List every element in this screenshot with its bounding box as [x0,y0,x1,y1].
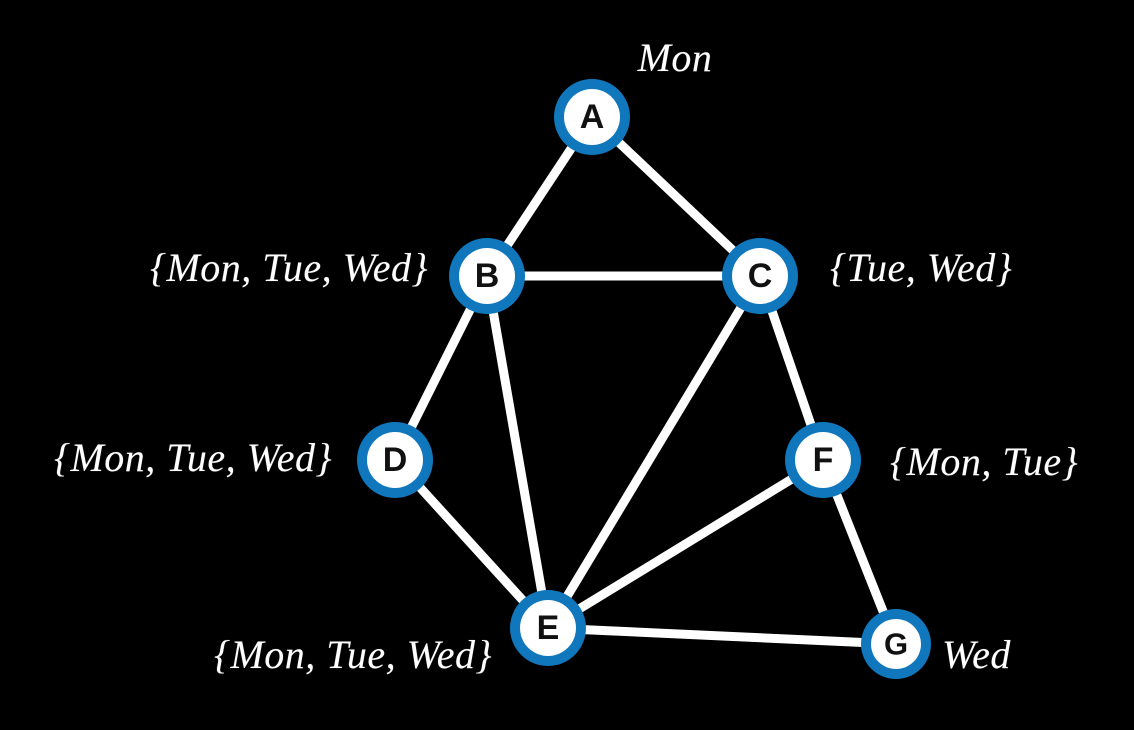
node-f[interactable]: F [785,422,861,498]
node-fill-g [871,619,921,669]
domain-label-b: {Mon, Tue, Wed} [149,245,428,290]
node-a[interactable]: A [554,79,630,155]
node-fill-d [367,432,423,488]
node-b[interactable]: B [449,238,525,314]
edge-a-c [587,112,765,281]
node-letter-e: E [537,609,560,647]
edge-e-f [543,455,828,633]
node-c[interactable]: C [722,238,798,314]
node-d[interactable]: D [357,422,433,498]
edge-c-e [543,271,765,633]
node-letter-a: A [580,98,605,136]
node-fill-e [520,600,576,656]
domain-label-a: Mon [637,35,713,80]
domain-label-g: Wed [942,632,1011,677]
node-letter-d: D [383,441,408,479]
domain-label-d: {Mon, Tue, Wed} [53,435,332,480]
domain-label-e: {Mon, Tue, Wed} [213,632,492,677]
node-letter-c: C [748,257,773,295]
edge-layer [390,112,901,649]
node-letter-f: F [813,441,834,479]
node-letter-g: G [884,627,908,662]
edge-e-g [543,623,901,649]
node-e[interactable]: E [510,590,586,666]
domain-label-f: {Mon, Tue} [890,439,1079,484]
node-fill-c [732,248,788,304]
node-fill-a [564,89,620,145]
edge-b-e [482,271,553,633]
node-letter-b: B [475,257,500,295]
node-fill-b [459,248,515,304]
node-layer: A B C D E F G [357,79,931,679]
domain-label-c: {Tue, Wed} [830,245,1013,290]
node-g[interactable]: G [861,609,931,679]
node-fill-f [795,432,851,488]
